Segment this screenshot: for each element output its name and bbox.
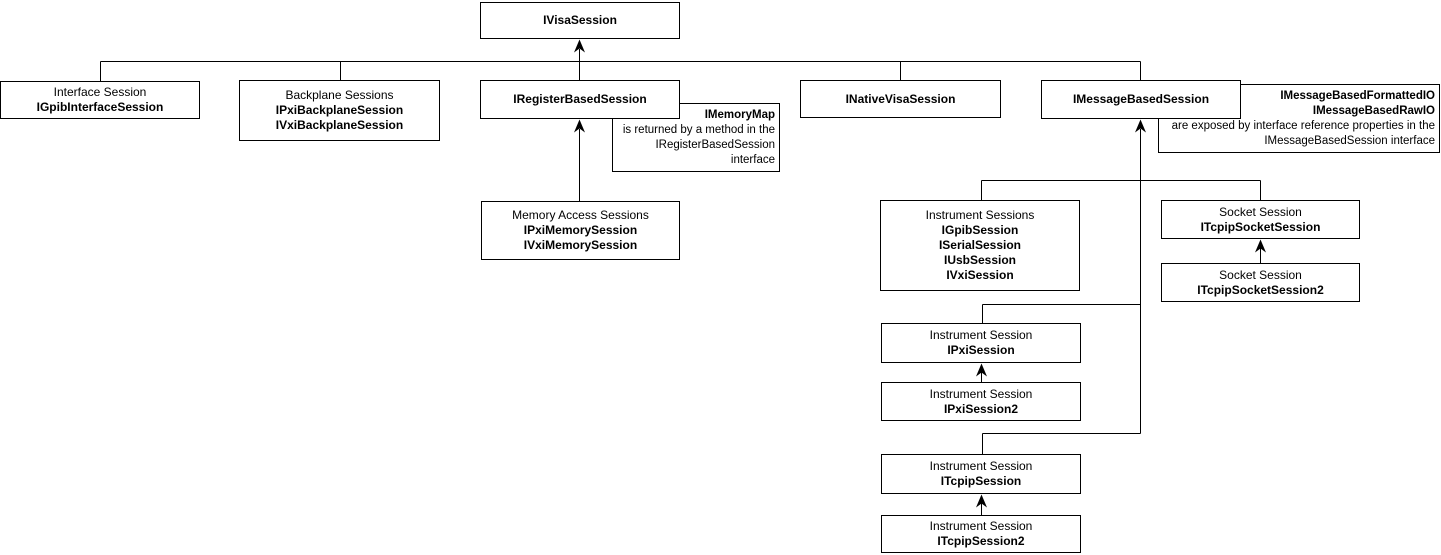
node-title: Memory Access Sessions (512, 208, 649, 222)
arrowhead-up-icon (1135, 119, 1146, 133)
node-ivisasession: IVisaSession (480, 2, 680, 39)
node-title: Instrument Session (929, 519, 1033, 533)
interface-name: IMessageBasedSession (1072, 92, 1210, 106)
arrowhead-up-icon (976, 363, 987, 377)
arrowhead-up-icon (976, 494, 987, 508)
node-iregisterbasedsession: IRegisterBasedSession (480, 80, 680, 119)
interface-name: IMessageBasedFormattedIO (1280, 89, 1435, 102)
arrowhead-up-icon (1255, 239, 1266, 253)
node-memory-access-sessions: Memory Access Sessions IPxiMemorySession… (481, 201, 680, 260)
node-itcpipsession2: Instrument Session ITcpipSession2 (881, 515, 1081, 553)
interface-name: IMessageBasedRawIO (1312, 104, 1435, 117)
interface-name: IPxiBackplaneSession (275, 103, 404, 117)
interface-name: INativeVisaSession (845, 91, 956, 106)
interface-name: ITcpipSession (940, 474, 1022, 488)
interface-name: IPxiSession2 (943, 401, 1019, 416)
node-ipxisession: Instrument Session IPxiSession (881, 323, 1081, 363)
interface-name: IMemoryMap (704, 108, 775, 121)
node-igpibinterfacesession: Interface Session IGpibInterfaceSession (0, 81, 200, 119)
node-title: Socket Session (1219, 267, 1302, 282)
node-ipxisession2: Instrument Session IPxiSession2 (881, 382, 1081, 421)
node-title: Instrument Session (929, 328, 1033, 342)
node-itcpipsession: Instrument Session ITcpipSession (881, 454, 1081, 494)
interface-name: IRegisterBasedSession (513, 92, 647, 106)
arrowhead-up-icon (574, 119, 585, 133)
interface-name: IGpibInterfaceSession (36, 100, 164, 114)
interface-name: IVxiBackplaneSession (275, 118, 404, 132)
node-title: Instrument Sessions (925, 208, 1035, 222)
interface-name: IPxiMemorySession (523, 223, 638, 237)
note-text: IRegisterBasedSession (655, 138, 775, 151)
interface-name: IUsbSession (943, 253, 1017, 267)
node-imemorymap-note: IMemoryMap is returned by a method in th… (612, 103, 780, 172)
node-title: Backplane Sessions (285, 88, 394, 102)
note-text: is returned by a method in the (622, 123, 775, 136)
note-text: IMessageBasedSession interface (1264, 134, 1435, 147)
interface-name: IVxiMemorySession (523, 238, 638, 252)
node-title: Instrument Session (929, 459, 1033, 473)
interface-name: IGpibSession (941, 223, 1019, 237)
node-title: Socket Session (1219, 204, 1302, 219)
node-title: Instrument Session (929, 386, 1033, 401)
interface-name: IPxiSession (947, 343, 1015, 357)
node-itcpipsocketsession: Socket Session ITcpipSocketSession (1161, 200, 1360, 239)
arrowhead-up-icon (574, 39, 585, 53)
interface-name: ITcpipSocketSession (1200, 219, 1321, 234)
node-inativevisasession: INativeVisaSession (800, 80, 1001, 118)
node-imessagebasedsession: IMessageBasedSession (1041, 80, 1241, 119)
node-title: Interface Session (53, 85, 147, 99)
note-text: are exposed by interface reference prope… (1171, 119, 1435, 132)
interface-name: ITcpipSession2 (937, 534, 1025, 548)
interface-name: ITcpipSocketSession2 (1197, 282, 1324, 297)
node-backplane-sessions: Backplane Sessions IPxiBackplaneSession … (239, 80, 440, 141)
note-text: interface (730, 153, 775, 166)
interface-name: ISerialSession (938, 238, 1022, 252)
node-itcpipsocketsession2: Socket Session ITcpipSocketSession2 (1161, 263, 1360, 302)
interface-name: IVisaSession (543, 13, 617, 27)
node-instrument-sessions: Instrument Sessions IGpibSession ISerial… (880, 200, 1080, 291)
interface-name: IVxiSession (946, 268, 1014, 282)
